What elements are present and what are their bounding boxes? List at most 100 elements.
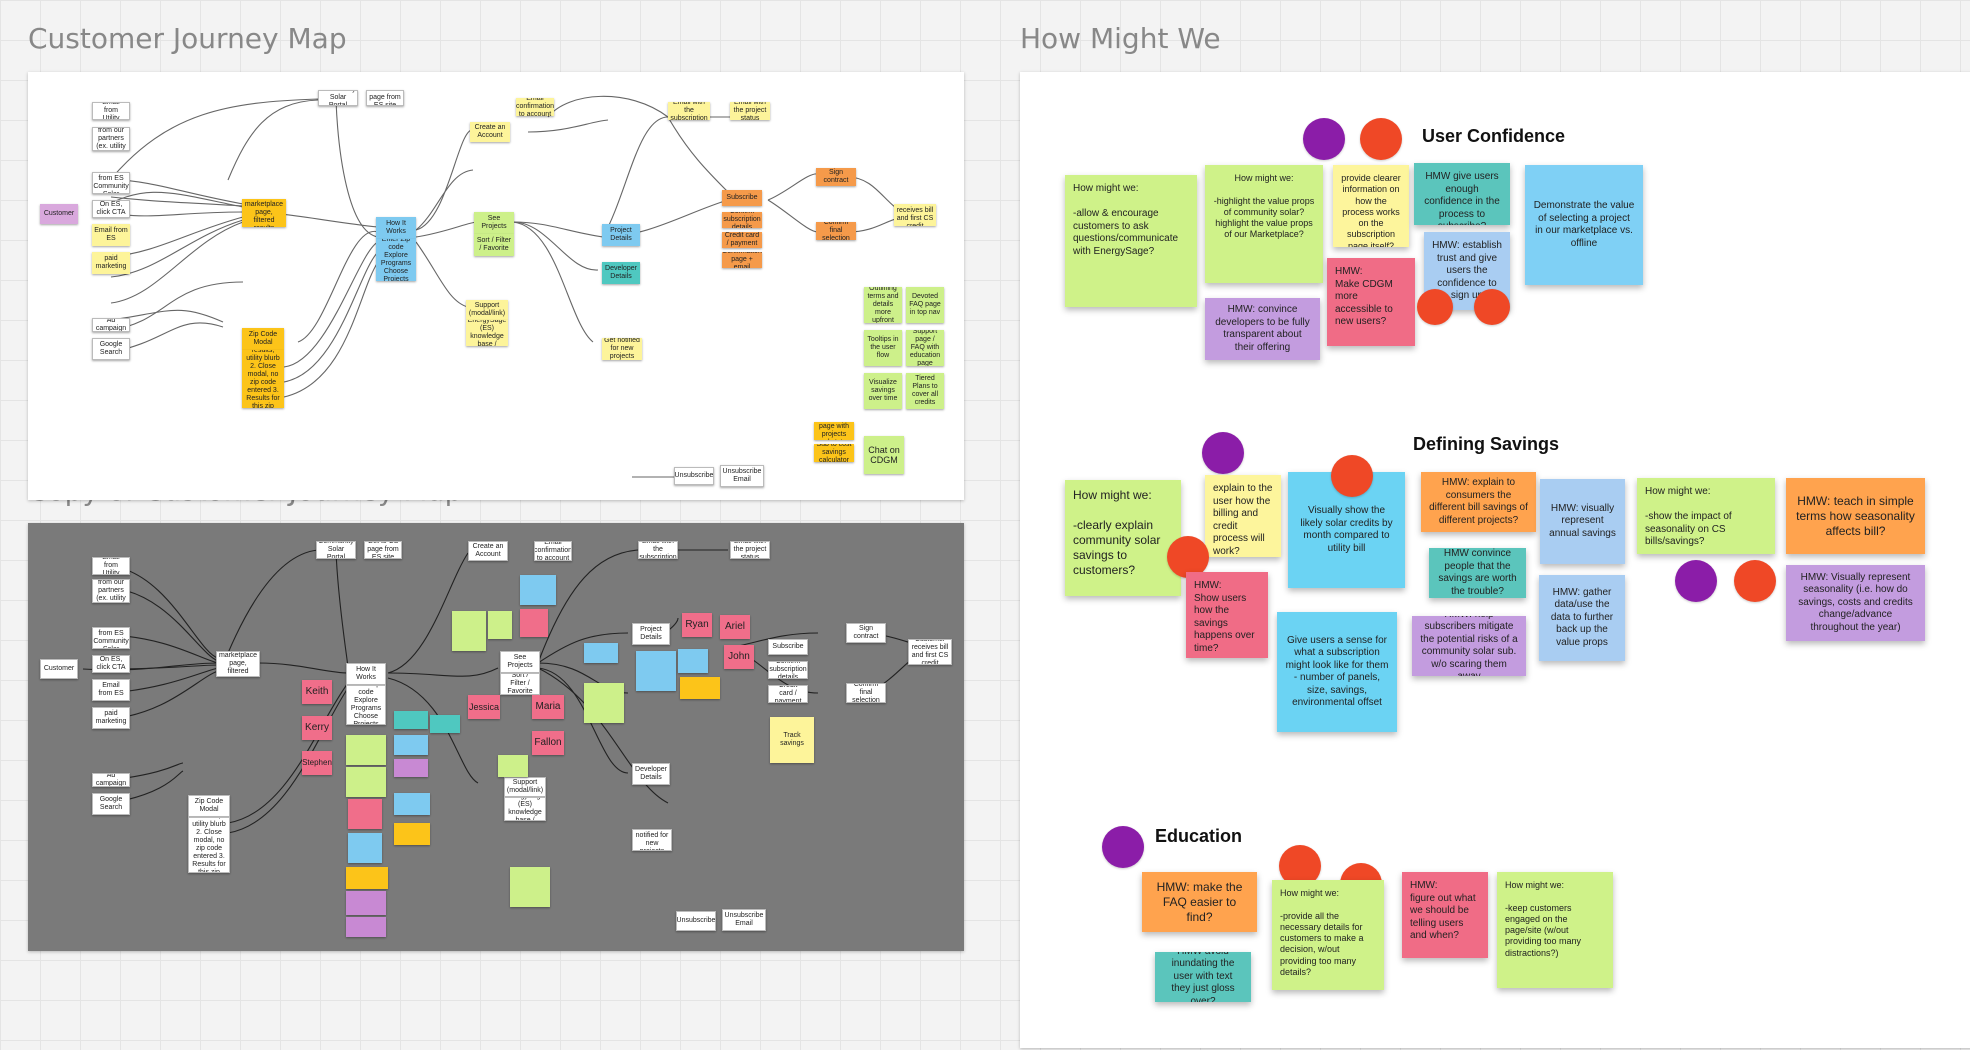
copy-create-account[interactable]: Create an Account [468, 541, 508, 561]
email-es-node[interactable]: Email from ES [92, 224, 130, 246]
copy-google-search[interactable]: Google Search [92, 793, 130, 815]
unsubscribe-node[interactable]: Unsubscribe [674, 467, 714, 485]
ad-campaign-node[interactable]: Ad campaign [92, 318, 130, 332]
account-side-node[interactable]: Email confirmation to account [516, 98, 554, 116]
copy-zip-steps[interactable]: 1. Zero results, utility blurb 2. Close … [188, 817, 230, 873]
copy-paid-marketing[interactable]: paid marketing [92, 707, 130, 729]
support-page-node[interactable]: Support page / FAQ with education page [906, 330, 944, 366]
copy-unsub-email[interactable]: Unsubscribe Email [722, 909, 766, 931]
hmw-note[interactable]: Give users a sense for what a subscripti… [1277, 612, 1397, 732]
sub-c-node[interactable]: Confirmation page + email [722, 252, 762, 268]
copy-on-es[interactable]: On ES, click CTA [92, 655, 130, 673]
hmw-note[interactable]: HMW avoid inundating the user with text … [1155, 952, 1251, 1002]
name-tag-keith[interactable]: Keith [302, 680, 332, 704]
copy-sort-filter[interactable]: Sort / Filter / Favorite [500, 673, 540, 695]
cs-side-node[interactable]: Get to CS page from ES site [366, 90, 404, 106]
copy-email-side[interactable]: Email with the project status [730, 541, 770, 559]
chat-node[interactable]: Chat on CDGM [864, 436, 904, 474]
mini-note[interactable] [346, 735, 386, 765]
mini-note[interactable] [394, 823, 430, 845]
name-tag-kerry[interactable]: Kerry [302, 716, 332, 740]
copy-see-projects[interactable]: See Projects [500, 651, 540, 673]
copy-how-sub[interactable]: Enter Zip code Explore Programs Choose P… [346, 685, 386, 725]
name-tag-ryan[interactable]: Ryan [682, 613, 712, 637]
tiered-node[interactable]: Tiered Plans to cover all credits [906, 373, 944, 409]
name-tag-john[interactable]: John [724, 645, 754, 669]
hmw-note[interactable]: HMW: convince developers to be fully tra… [1205, 298, 1320, 360]
copy-get-notified[interactable]: Get notified for new projects [632, 829, 672, 851]
copy-cs-side[interactable]: Get to CS page from ES site [364, 541, 402, 559]
mini-note[interactable] [680, 677, 720, 699]
copy-email-subscribe[interactable]: Email with the subscription [638, 541, 678, 559]
copy-customer[interactable]: Customer [40, 659, 78, 679]
email-subscribe-node[interactable]: Email with the subscription [668, 102, 710, 120]
developer-details-node[interactable]: Developer Details [602, 262, 640, 284]
sub-e-node[interactable]: Confirm final selection [816, 222, 856, 240]
mini-note[interactable] [636, 651, 676, 691]
orange2-node[interactable]: Sub to cost savings calculator [814, 444, 854, 462]
zip-steps-node[interactable]: 1. Zero results, utility blurb 2. Close … [242, 350, 284, 408]
mini-note[interactable] [348, 833, 382, 863]
sub-d-node[interactable]: Sign contract [816, 168, 856, 186]
name-tag-ariel[interactable]: Ariel [720, 615, 750, 639]
hmw-note[interactable]: How might we: -keep customers engaged on… [1497, 872, 1613, 988]
support-node[interactable]: Support (modal/link) [466, 300, 508, 320]
vote-dot-red[interactable] [1474, 289, 1510, 325]
subscribe-node[interactable]: Subscribe [722, 190, 762, 206]
hmw-note[interactable]: How might we: -clearly explain community… [1065, 480, 1181, 596]
mini-note[interactable] [346, 891, 386, 915]
tooltips-node[interactable]: Tooltips in the user flow [864, 330, 902, 366]
name-tag-fallon[interactable]: Fallon [532, 731, 564, 755]
project-details-node[interactable]: Project Details [602, 224, 640, 246]
copy-developer-details[interactable]: Developer Details [632, 763, 670, 785]
get-notified-node[interactable]: Get notified for new projects [602, 338, 642, 360]
copy-cs-page[interactable]: Community Solar Portal [316, 541, 356, 559]
hmw-note[interactable]: How might we: -highlight the value props… [1205, 165, 1323, 283]
on-es-node[interactable]: On ES, click CTA [92, 200, 130, 218]
outline-terms-node[interactable]: Outlining terms and details more upfront [864, 287, 902, 323]
customer-node[interactable]: Customer [40, 204, 78, 224]
mini-note[interactable] [520, 575, 556, 605]
copy-zip-modal[interactable]: Zip Code Modal [188, 795, 230, 817]
hmw-note[interactable]: HMW convince people that the savings are… [1429, 548, 1526, 598]
copy-sub-d[interactable]: Sign contract [846, 623, 886, 643]
hmw-note[interactable]: How might we: -show the impact of season… [1637, 478, 1775, 554]
cs-page-node[interactable]: Community Solar Portal [318, 90, 358, 106]
vote-dot-purple[interactable] [1675, 560, 1717, 602]
faq-node[interactable]: Devoted FAQ page in top nav [906, 287, 944, 323]
copy-support[interactable]: Support (modal/link) [504, 777, 546, 797]
hmw-note[interactable]: HMW: visually represent annual savings [1540, 479, 1625, 564]
hmw-note[interactable]: HMW: figure out what we should be tellin… [1402, 872, 1488, 958]
lands-marketplace-node[interactable]: Lands on marketplace page, filtered resu… [242, 199, 286, 227]
hmw-note[interactable]: How might we: -allow & encourage custome… [1065, 175, 1197, 307]
hmw-note[interactable]: HMW: Make CDGM more accessible to new us… [1327, 258, 1415, 346]
end-note-node[interactable]: Customer receives bill and first CS cred… [894, 204, 936, 226]
mini-note[interactable] [394, 735, 428, 755]
how-sub-node[interactable]: Enter Zip code Explore Programs Choose P… [376, 239, 416, 281]
hmw-note[interactable]: HMW: help subscribers mitigate the poten… [1412, 616, 1526, 676]
mini-note[interactable] [348, 799, 382, 829]
copy-sub-b[interactable]: Credit card / payment [768, 685, 808, 703]
copy-sub-e[interactable]: Confirm final selection [846, 683, 886, 703]
vote-dot-red[interactable] [1360, 118, 1402, 160]
email-side-node[interactable]: Email with the project status [730, 102, 770, 120]
email-utility-node[interactable]: Email from Utility [92, 102, 130, 120]
see-projects-node[interactable]: See Projects [474, 212, 514, 234]
hmw-note[interactable]: explain to the user how the billing and … [1205, 475, 1281, 557]
copy-project-details[interactable]: Project Details [632, 623, 670, 645]
hmw-note[interactable]: HMW: gather data/use the data to further… [1539, 575, 1625, 661]
create-account-node[interactable]: Create an Account [470, 122, 510, 142]
savings-visual-node[interactable]: Visualize savings over time [864, 373, 902, 409]
sort-filter-node[interactable]: Sort / Filter / Favorite [474, 234, 514, 256]
name-tag-jessica[interactable]: Jessica [468, 695, 500, 719]
directed-es-node[interactable]: Directed from ES Community Solar [92, 172, 130, 194]
mini-note[interactable] [584, 683, 624, 723]
vote-dot-red[interactable] [1734, 560, 1776, 602]
hmw-note[interactable]: How might we: -provide all the necessary… [1272, 880, 1384, 990]
copy-frame[interactable]: Customer Email from Utility Linked from … [28, 523, 964, 951]
name-tag-stephen[interactable]: Stephen [302, 751, 332, 775]
mini-note[interactable] [520, 609, 548, 637]
orange1-node[interactable]: Profile page with projects and status [814, 422, 854, 440]
unsub-email-node[interactable]: Unsubscribe Email [720, 465, 764, 487]
vote-dot-purple[interactable] [1303, 118, 1345, 160]
